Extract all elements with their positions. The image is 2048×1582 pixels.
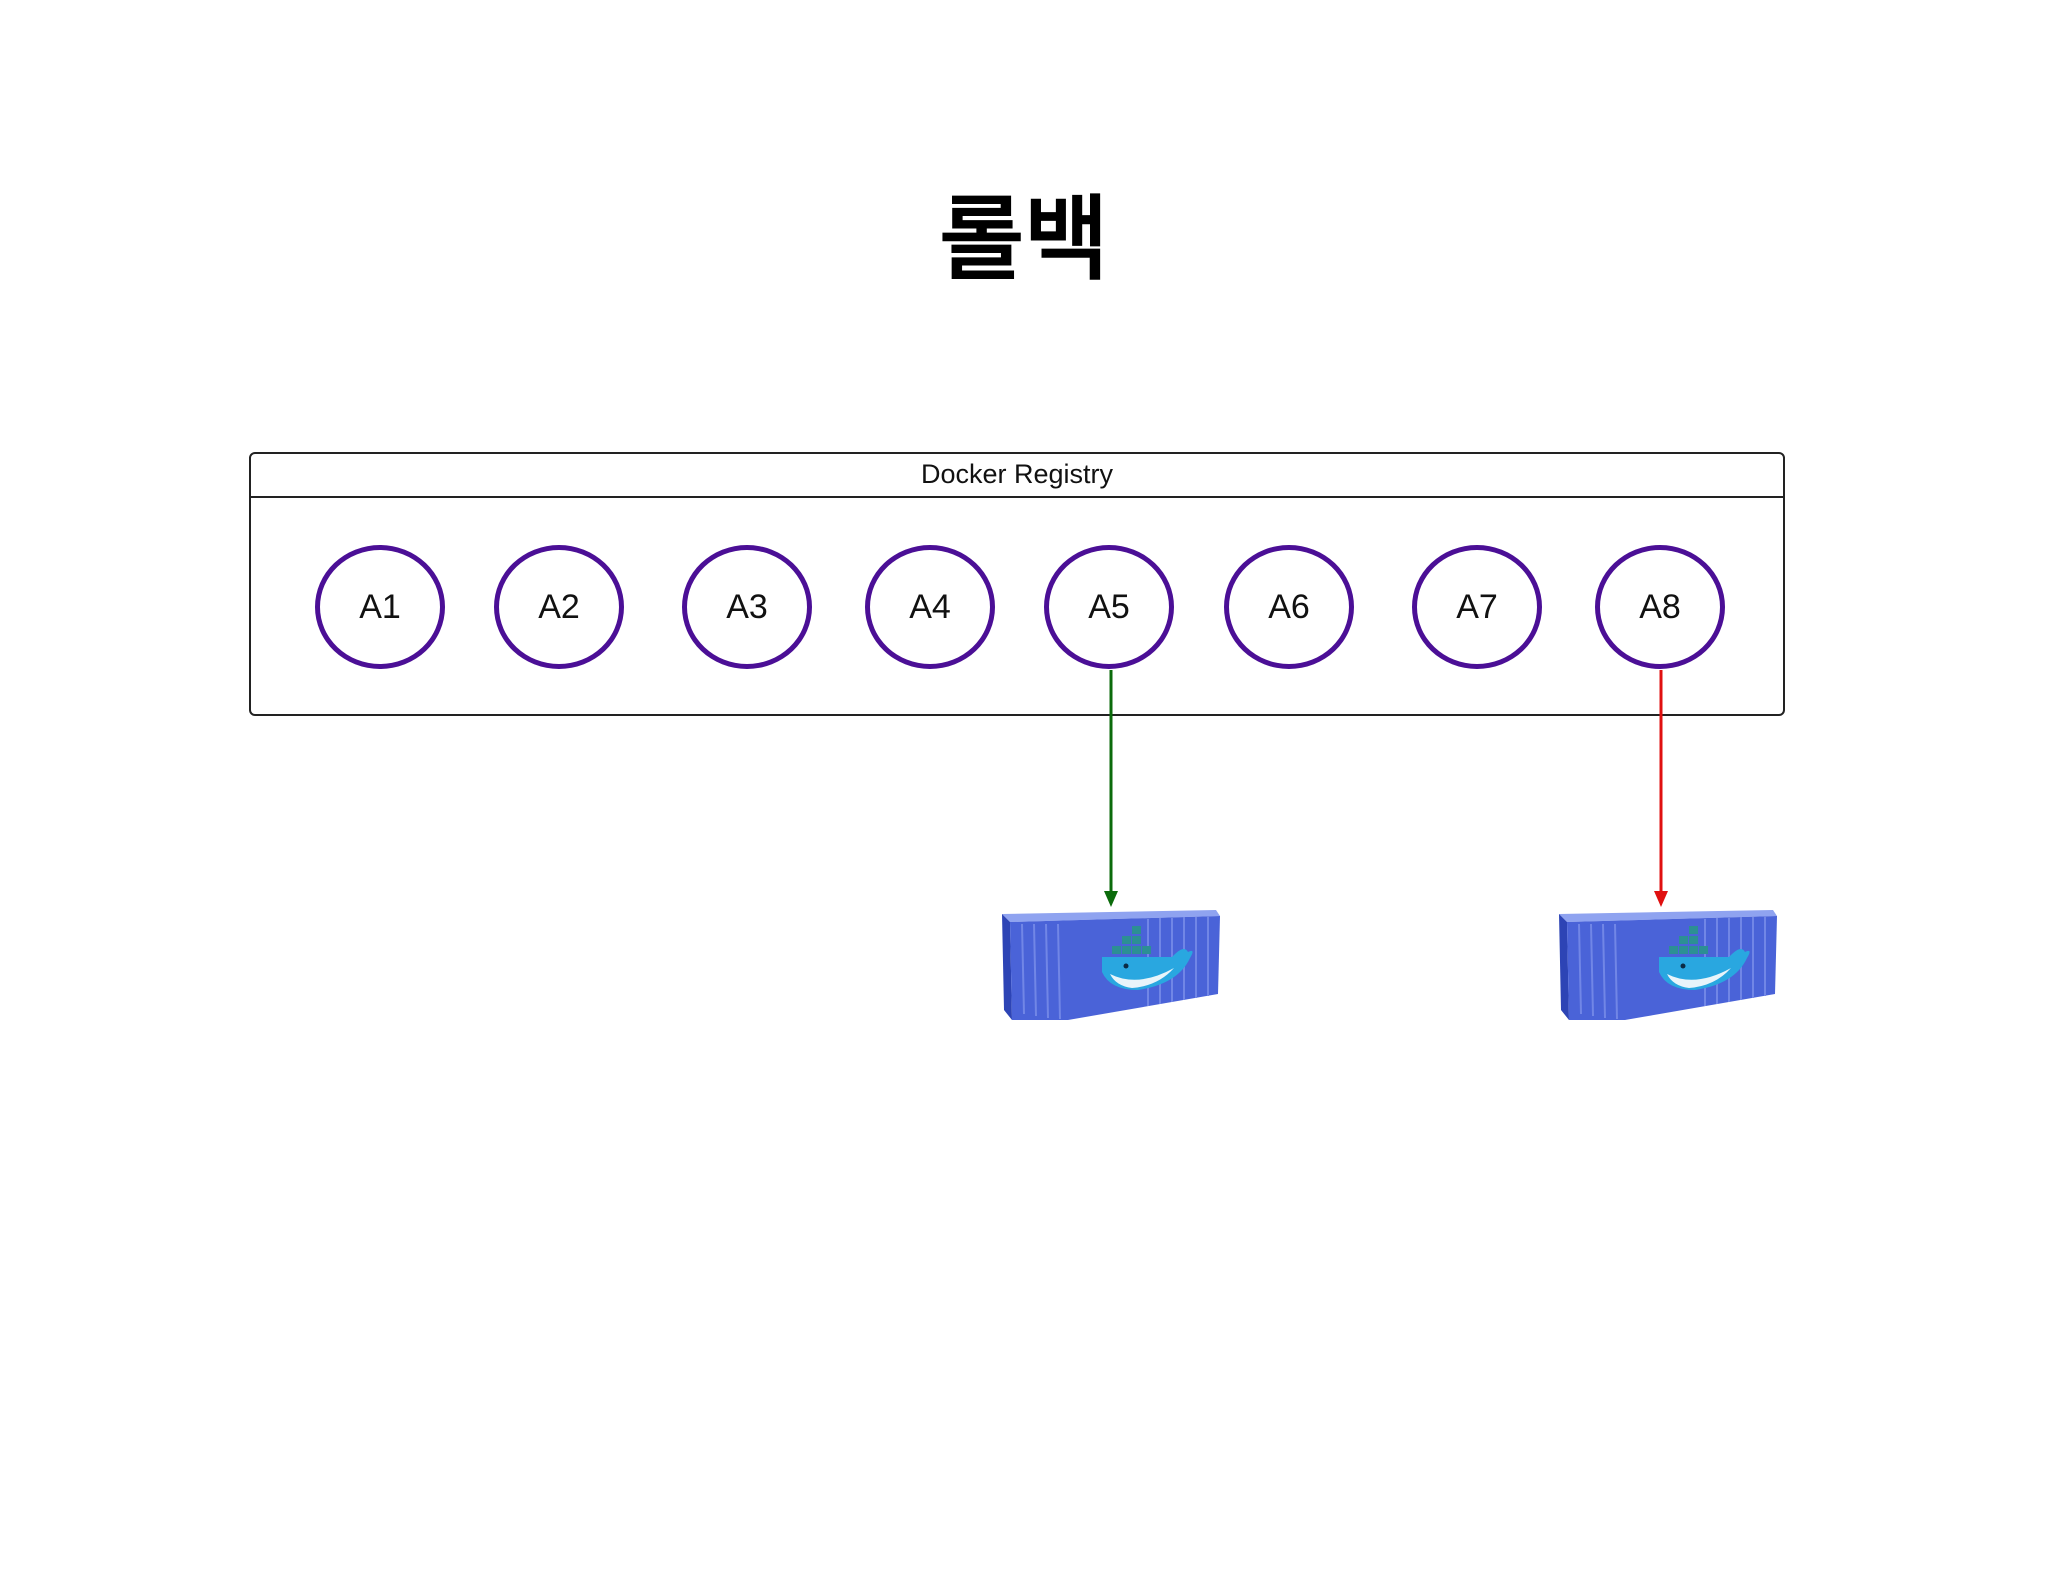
version-node-a8: A8 xyxy=(1595,545,1725,669)
arrow-a5-deploy xyxy=(1104,670,1118,907)
version-label: A6 xyxy=(1268,587,1310,626)
version-node-a5: A5 xyxy=(1044,545,1174,669)
version-node-a2: A2 xyxy=(494,545,624,669)
version-label: A5 xyxy=(1088,587,1130,626)
version-label: A3 xyxy=(726,587,768,626)
docker-container-image-a8 xyxy=(1559,910,1777,1020)
version-label: A7 xyxy=(1456,587,1498,626)
docker-container-image-a5 xyxy=(1002,910,1220,1020)
docker-registry-label: Docker Registry xyxy=(251,454,1783,498)
version-node-a3: A3 xyxy=(682,545,812,669)
version-label: A1 xyxy=(359,587,401,626)
version-node-a4: A4 xyxy=(865,545,995,669)
slide-title: 롤백 xyxy=(939,186,1109,293)
version-node-a6: A6 xyxy=(1224,545,1354,669)
version-label: A8 xyxy=(1639,587,1681,626)
version-label: A4 xyxy=(909,587,951,626)
arrow-a8-deploy xyxy=(1654,670,1668,907)
version-node-a7: A7 xyxy=(1412,545,1542,669)
version-label: A2 xyxy=(538,587,580,626)
version-node-a1: A1 xyxy=(315,545,445,669)
